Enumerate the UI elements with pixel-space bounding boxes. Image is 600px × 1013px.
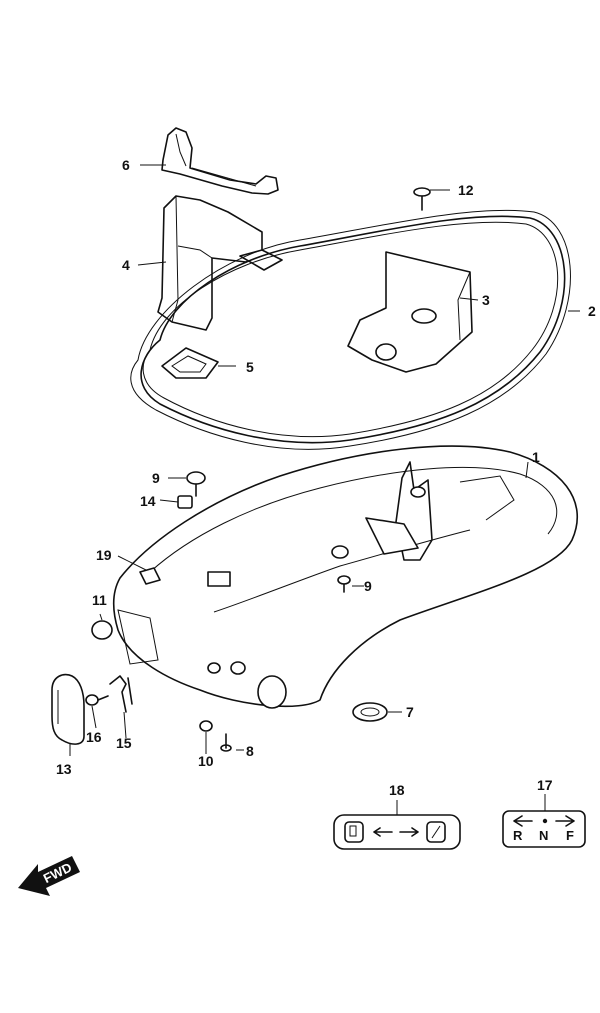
part-13-cap — [51, 673, 85, 745]
part-9-screw-b — [337, 575, 351, 593]
part-3-bracket — [347, 251, 473, 373]
callout-2: 2 — [588, 303, 596, 319]
leader-lines — [69, 164, 580, 815]
decal-17-right-letter: F — [566, 828, 574, 843]
callout-9-lower: 9 — [364, 578, 372, 594]
part-15-latch — [109, 675, 133, 713]
part-2-seal — [130, 209, 571, 450]
callout-11: 11 — [92, 592, 107, 608]
part-12-screw — [413, 187, 431, 211]
part-17-decal: R N F — [502, 810, 586, 848]
callout-10: 10 — [198, 753, 214, 769]
callout-1: 1 — [532, 449, 540, 465]
part-19-clip — [139, 567, 161, 585]
callout-17: 17 — [537, 777, 553, 793]
part-10-plug — [199, 720, 213, 732]
callout-19: 19 — [96, 547, 112, 563]
callout-9-upper: 9 — [152, 470, 160, 486]
callout-18: 18 — [389, 782, 405, 798]
callout-8: 8 — [246, 743, 254, 759]
decal-17-left-letter: R — [513, 828, 523, 843]
callout-4: 4 — [122, 257, 130, 273]
part-5-grommet — [161, 347, 219, 379]
callout-6: 6 — [122, 157, 130, 173]
decal-17-middle-letter: N — [539, 828, 548, 843]
callout-12: 12 — [458, 182, 474, 198]
part-9-screw-a — [186, 471, 206, 497]
fwd-arrow-icon: FWD — [18, 856, 80, 896]
part-18-decal — [333, 814, 461, 850]
part-16-bolt — [85, 694, 109, 706]
callout-16: 16 — [86, 729, 102, 745]
callout-5: 5 — [246, 359, 254, 375]
part-6-bracket — [161, 127, 279, 195]
callout-14: 14 — [140, 493, 156, 509]
callout-3: 3 — [482, 292, 490, 308]
part-8-bolt — [220, 733, 232, 752]
part-11-plug — [91, 620, 113, 640]
callout-15: 15 — [116, 735, 132, 751]
callout-13: 13 — [56, 761, 72, 777]
part-14-nut — [177, 495, 193, 509]
part-7-grommet — [352, 702, 388, 722]
callout-7: 7 — [406, 704, 414, 720]
